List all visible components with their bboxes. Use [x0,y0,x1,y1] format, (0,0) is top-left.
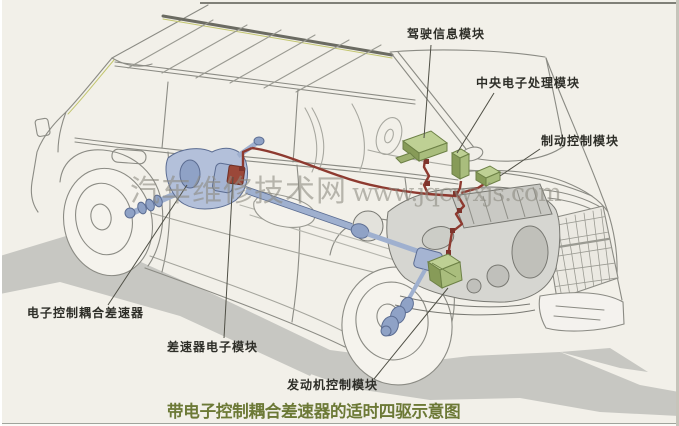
roof-ribs [127,19,382,93]
page-bottom-rule [0,423,679,426]
engine-control-module-box [426,253,463,290]
front-bumper [538,292,625,332]
leader-central-processing [456,92,495,154]
rear-hub [124,207,136,219]
headlight [543,189,603,209]
scan-edge-left [0,0,2,426]
label-driver-info-module: 驾驶信息模块 [407,27,486,41]
rear-wheel [59,149,164,277]
label-differential-module: 差速器电子模块 [167,340,259,354]
label-brake-control-module: 制动控制模块 [541,134,620,148]
brake-control-module-box [474,165,502,187]
intake-manifold [421,226,455,250]
leader-driver-info [423,44,432,139]
leader-coupling-differential [107,184,188,306]
roof-panel [67,4,416,115]
awd-driveline [124,136,443,337]
leader-lines [107,44,541,380]
cabin-interior [304,103,469,173]
leader-engine-control [373,287,449,380]
control-modules [395,130,502,290]
scan-edge-right [676,0,679,426]
propeller-shaft [244,186,354,231]
harness-connectors [239,159,462,255]
steering-wheel [375,117,403,155]
valve-cover [451,183,553,229]
grille-grid [544,208,618,299]
side-windows [74,81,459,185]
label-engine-control-module: 发动机控制模块 [287,378,379,392]
rear-quarter [30,57,147,213]
driver-info-module-box [395,130,449,164]
rear-trim [111,148,147,165]
pulley-small [466,278,482,294]
leader-brake-control [499,148,541,177]
figure-caption: 带电子控制耦合差速器的适时四驱示意图 [167,402,461,421]
pulley [486,264,510,288]
central-processing-module-box [450,148,471,180]
taillight [34,117,51,137]
label-central-processing-module: 中央电子处理模块 [476,76,581,90]
leader-differential-module [223,176,234,339]
valve-cover-ribs [465,186,542,225]
label-coupling-differential: 电子控制耦合差速器 [27,306,145,320]
accessory-drive [511,225,549,279]
